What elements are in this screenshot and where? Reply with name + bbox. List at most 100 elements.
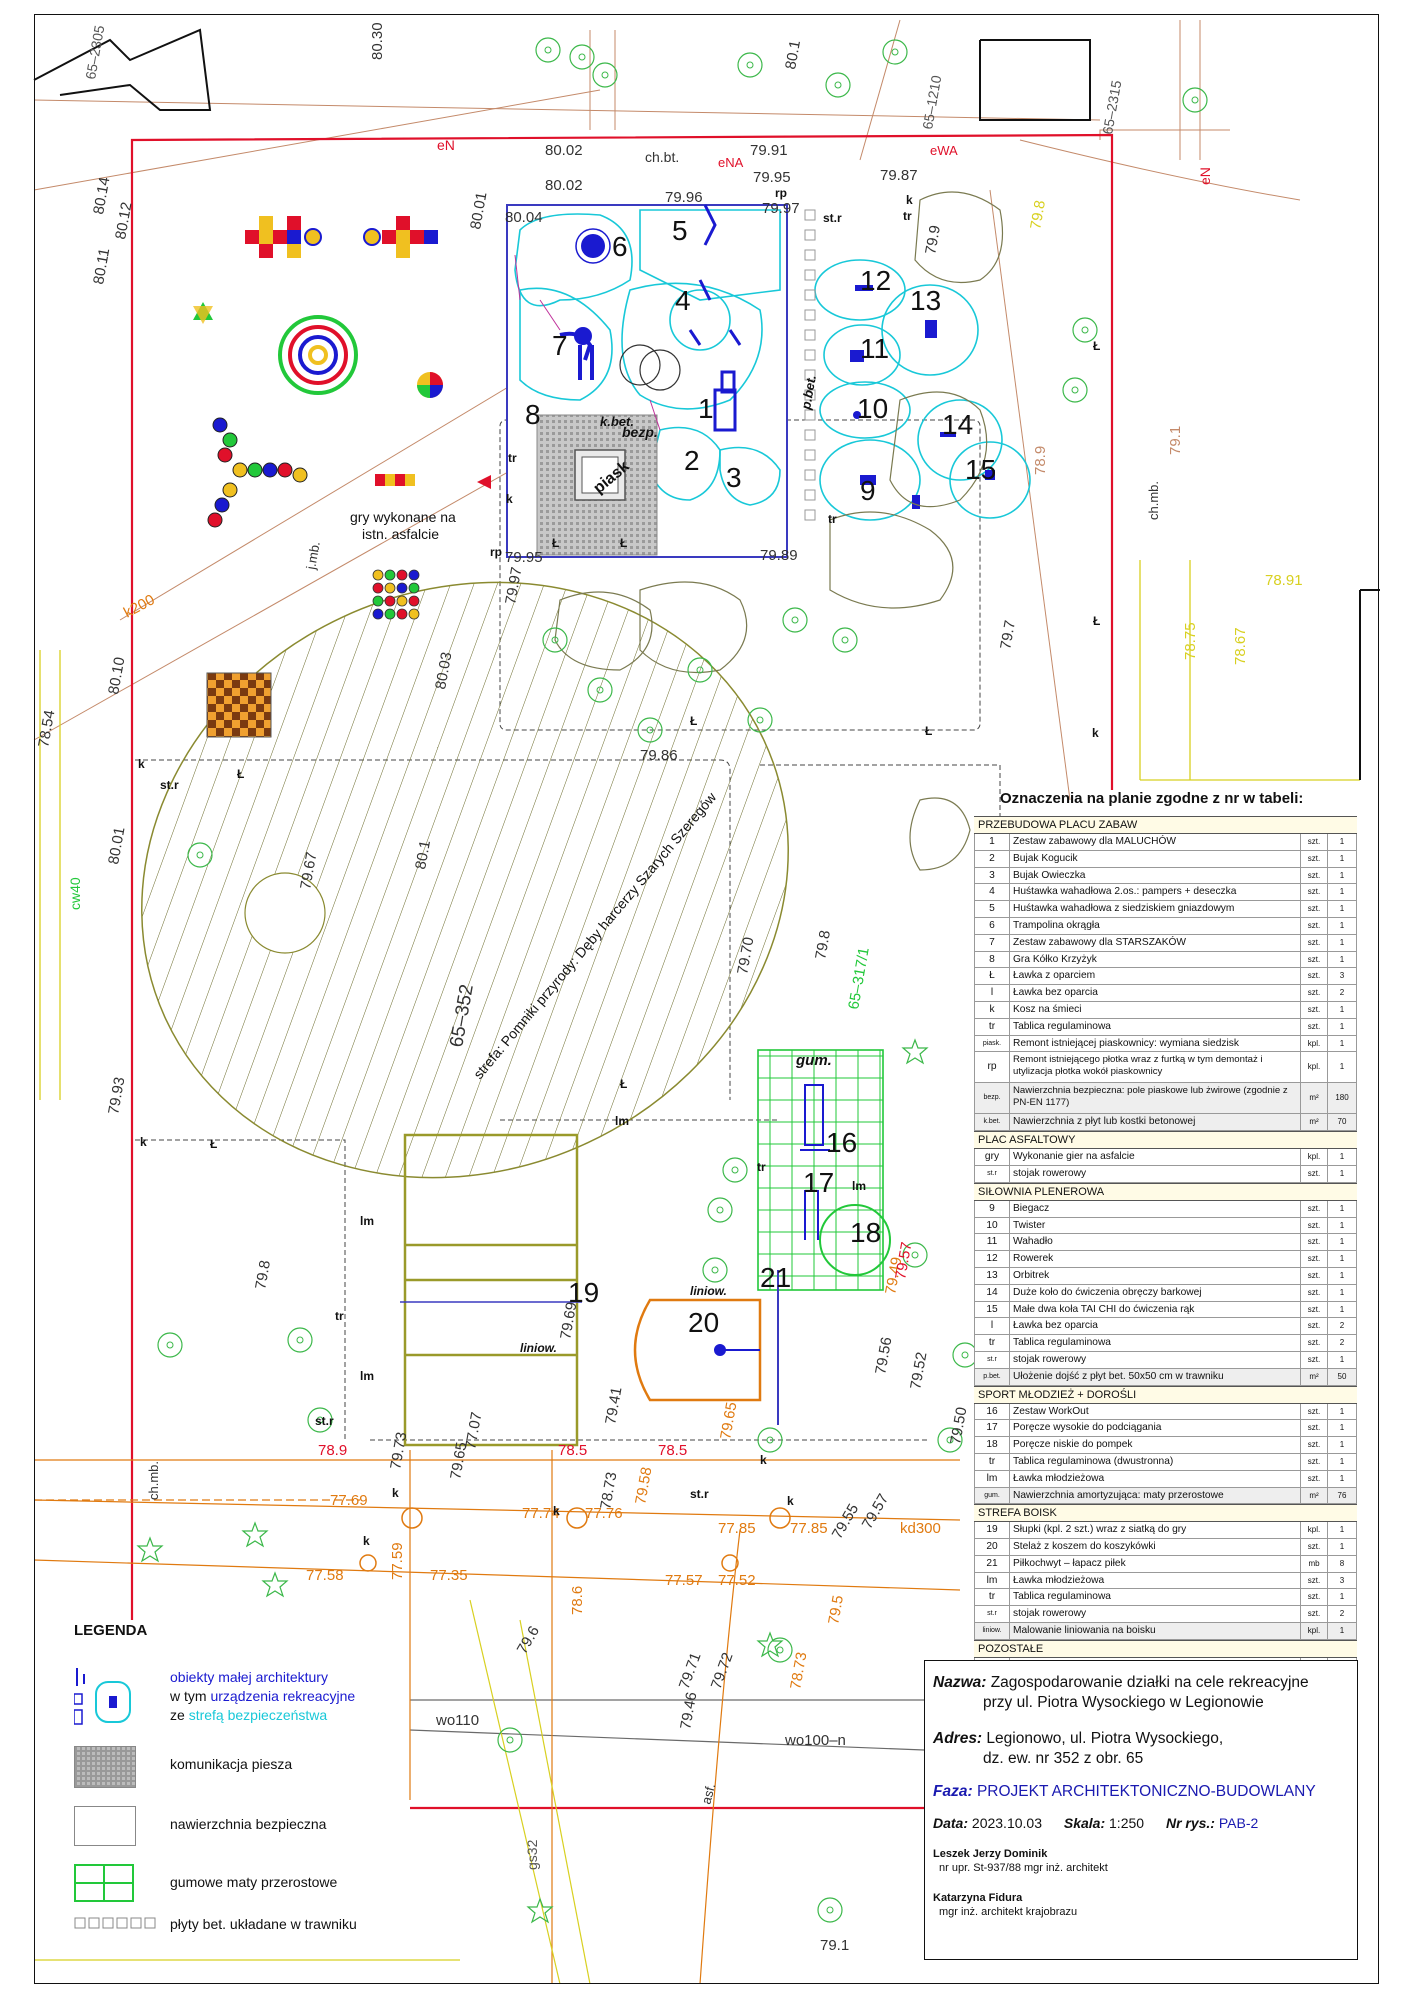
cell-quantity: 76 [1328, 1487, 1357, 1504]
cell-quantity: 1 [1328, 1165, 1357, 1182]
cell-quantity: 1 [1328, 1522, 1357, 1539]
elevation-label: 79.1 [1167, 426, 1184, 455]
elevation-label: 80.01 [467, 191, 490, 231]
equipment-number-9: 9 [860, 475, 876, 506]
cell-unit: szt. [1301, 1453, 1328, 1470]
cell-unit: szt. [1301, 1589, 1328, 1606]
yellow-lines [34, 560, 1360, 1961]
cell-id: tr [974, 1335, 1010, 1351]
object-label-k: k [1092, 726, 1099, 740]
object-label-L: Ł [620, 536, 627, 550]
table-section-header: SPORT MŁODZIEŻ + DOROŚLI [974, 1385, 1357, 1404]
legend-symbol-objects [73, 1666, 134, 1739]
cell-description: Małe dwa koła TAI CHI do ćwiczenia rąk [1010, 1301, 1301, 1318]
label-chmb: ch.mb. [1146, 481, 1161, 520]
cell-description: Gra Kółko Krzyżyk [1010, 951, 1301, 968]
cell-unit: szt. [1301, 834, 1328, 850]
object-label-k: k [392, 1486, 399, 1500]
legend-objects-text: obiekty małej architektury w tym urządze… [170, 1669, 356, 1723]
cell-description: Remont istniejącej piaskownicy: wymiana … [1010, 1035, 1301, 1052]
elevation-label: 79.49 [882, 1256, 905, 1296]
elevation-label: 80.03 [432, 651, 455, 691]
author-2-role: mgr inż. architekt krajobrazu [939, 1906, 1078, 1918]
cell-description: Kosz na śmieci [1010, 1001, 1301, 1018]
cell-id: 9 [974, 1200, 1010, 1217]
elevation-label: 80.01 [105, 826, 128, 866]
label-3171: 65–317/1 [845, 946, 873, 1011]
cell-unit: szt. [1301, 1420, 1328, 1437]
label-liniow-1: liniow. [690, 1284, 727, 1298]
cell-id: 10 [974, 1217, 1010, 1234]
cell-id: Ł [974, 968, 1010, 985]
elevation-label: 79.41 [602, 1386, 625, 1426]
cell-description: Rowerek [1010, 1251, 1301, 1267]
cell-id: 5 [974, 901, 1010, 917]
elevation-label: 79.73 [387, 1431, 410, 1471]
elevation-label: 79.56 [872, 1336, 895, 1376]
cell-unit: mb [1301, 1555, 1328, 1572]
elevation-label: 79.96 [665, 189, 703, 206]
elevation-label: 77.58 [306, 1567, 344, 1584]
elevation-label: 80.04 [505, 209, 543, 226]
cell-description: Huśtawka wahadłowa z siedziskiem gniazdo… [1010, 901, 1301, 917]
cell-id: 12 [974, 1251, 1010, 1267]
legend-safe-surface-swatch [74, 1806, 136, 1846]
legend-paving-swatch [74, 1746, 136, 1788]
cell-description: Malowanie liniowania na boisku [1010, 1623, 1301, 1639]
cell-description: Bujak Owieczka [1010, 867, 1301, 884]
elevation-label: 79.93 [105, 1076, 128, 1116]
cell-unit: szt. [1301, 1200, 1328, 1217]
elevation-label: 78.54 [35, 709, 58, 749]
project-name-2: przy ul. Piotra Wysockiego w Legionowie [983, 1694, 1264, 1711]
object-label-tr: tr [903, 209, 912, 223]
label-chbt: ch.bt. [645, 149, 679, 165]
elevation-label: 80.1 [412, 839, 434, 871]
cell-unit: kpl. [1301, 1149, 1328, 1165]
table-section-header: SIŁOWNIA PLENEROWA [974, 1182, 1357, 1201]
elevation-label: 77.52 [718, 1572, 756, 1589]
cell-id: 17 [974, 1420, 1010, 1437]
cell-unit: szt. [1301, 1606, 1328, 1623]
cell-unit: szt. [1301, 1437, 1328, 1453]
cell-id: 8 [974, 951, 1010, 968]
table-section-header: STREFA BOISK [974, 1504, 1357, 1523]
cell-description: Ławka młodzieżowa [1010, 1470, 1301, 1487]
elevation-label: 77.85 [718, 1520, 756, 1537]
cell-id: st.r [974, 1351, 1010, 1368]
cell-quantity: 1 [1328, 1267, 1357, 1284]
cell-description: Twister [1010, 1217, 1301, 1234]
label-gum: gum. [795, 1052, 832, 1069]
cell-unit: m² [1301, 1114, 1328, 1131]
elevation-label: 78.67 [1232, 627, 1249, 665]
elevation-label: 79.8 [812, 929, 834, 961]
cell-quantity: 1 [1328, 1420, 1357, 1437]
cell-quantity: 180 [1328, 1083, 1357, 1114]
label-eWA: eWA [930, 143, 958, 158]
wells [359, 1507, 791, 1572]
label-kbet: k.bet. [600, 414, 634, 429]
cell-id: 11 [974, 1234, 1010, 1251]
cell-description: Orbitrek [1010, 1267, 1301, 1284]
object-label-k: k [363, 1534, 370, 1548]
cell-id: 1 [974, 834, 1010, 850]
cell-unit: szt. [1301, 1234, 1328, 1251]
author-1-name: Leszek Jerzy Dominik [933, 1848, 1048, 1860]
cell-unit: szt. [1301, 1217, 1328, 1234]
cell-quantity: 1 [1328, 1623, 1357, 1639]
elevation-label: 79.50 [947, 1406, 970, 1446]
elevation-label: 80.14 [90, 176, 113, 216]
elevation-label: 77.69 [330, 1492, 368, 1509]
legend-objects-icon [73, 1668, 131, 1725]
project-address-2: dz. ew. nr 352 z obr. 65 [983, 1750, 1144, 1767]
elevation-label: 78.91 [1265, 572, 1303, 589]
